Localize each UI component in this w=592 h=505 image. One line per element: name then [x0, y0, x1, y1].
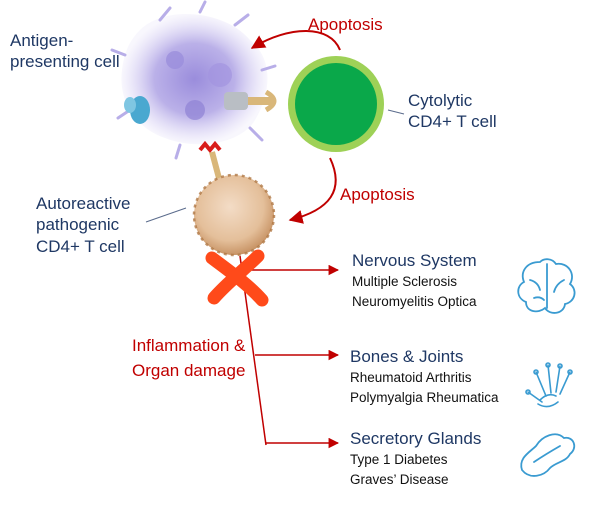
- cytolytic-t-cell: [288, 56, 384, 152]
- antigen-presenting-cell: [110, 0, 277, 160]
- apoptosis-arrow-top: [250, 30, 341, 51]
- system-nervous-title: Nervous System: [352, 251, 477, 270]
- brain-icon: [517, 258, 576, 314]
- system-secretory: Secretory Glands Type 1 Diabetes Graves’…: [350, 428, 481, 489]
- disease-item: Type 1 Diabetes: [350, 452, 448, 468]
- inflammation-label-line1: Inflammation &: [132, 336, 246, 355]
- pancreas-icon: [520, 433, 576, 477]
- inflammation-label: Inflammation & Organ damage: [132, 334, 245, 383]
- disease-item: Rheumatoid Arthritis: [350, 370, 472, 386]
- apoptosis-arrow-mid: [288, 157, 337, 224]
- disease-item: Neuromyelitis Optica: [352, 294, 477, 310]
- autoreactive-label-line2: pathogenic: [36, 215, 120, 235]
- cytolytic-label-line2: CD4+ T cell: [408, 112, 497, 132]
- cytolytic-leader-line: [387, 109, 405, 115]
- disease-item: Polymyalgia Rheumatica: [350, 390, 499, 406]
- peptide-mhc-red: [198, 140, 223, 183]
- autoreactive-t-cell: [192, 173, 276, 257]
- inflammation-label-line2: Organ damage: [132, 360, 246, 380]
- mhc-molecule-left: [124, 96, 150, 124]
- system-nervous: Nervous System Multiple Sclerosis Neurom…: [352, 250, 477, 311]
- autoreactive-leader-line: [145, 207, 187, 223]
- tcr-mhc-contact: [224, 89, 277, 113]
- disease-item: Multiple Sclerosis: [352, 274, 458, 290]
- disease-item: Graves’ Disease: [350, 472, 449, 488]
- autoreactive-label-line3: CD4+ T cell: [36, 236, 125, 256]
- autoreactive-label: Autoreactive pathogenic CD4+ T cell: [36, 193, 131, 257]
- apc-label: Antigen- presenting cell: [10, 30, 120, 73]
- autoreactive-label-line1: Autoreactive: [36, 194, 131, 213]
- apc-label-line2: presenting cell: [10, 52, 120, 72]
- system-bones-title: Bones & Joints: [350, 347, 464, 366]
- apoptosis-label-mid: Apoptosis: [340, 185, 415, 204]
- cytolytic-label: Cytolytic CD4+ T cell: [408, 90, 497, 133]
- cytolytic-label-line1: Cytolytic: [408, 91, 473, 110]
- system-bones-joints: Bones & Joints Rheumatoid Arthritis Poly…: [350, 346, 499, 407]
- hand-bones-icon: [525, 362, 573, 408]
- apoptosis-label-top: Apoptosis: [308, 15, 383, 34]
- block-cross-icon: [205, 249, 269, 307]
- apc-label-line1: Antigen-: [10, 31, 74, 50]
- system-secretory-title: Secretory Glands: [350, 429, 482, 448]
